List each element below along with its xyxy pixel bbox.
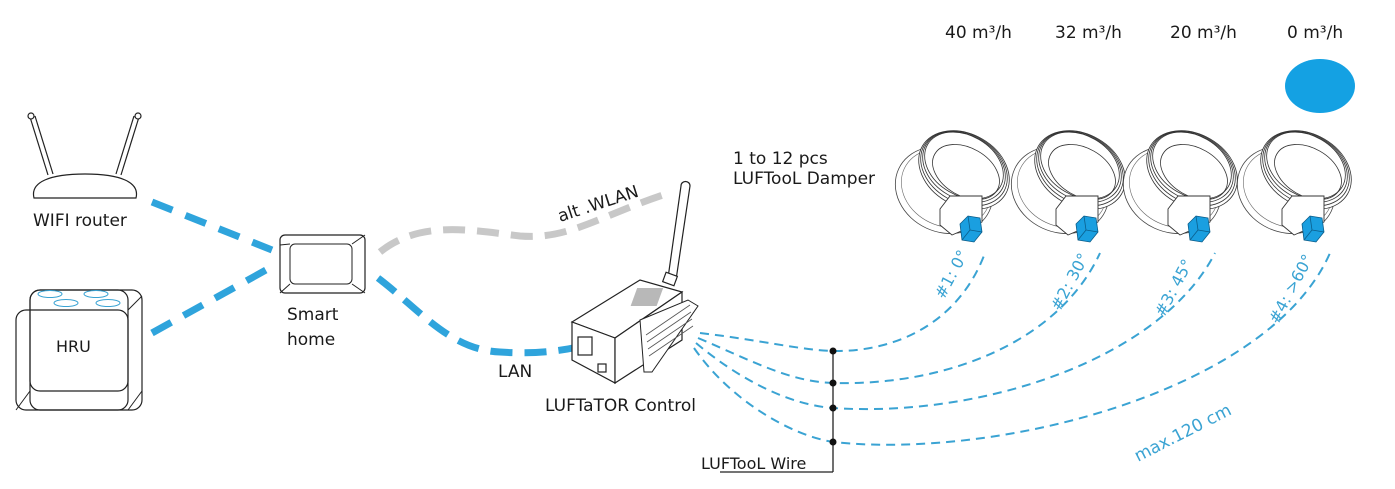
damper-icon xyxy=(894,130,1010,243)
wlan-link xyxy=(377,188,674,255)
router-label: WIFI router xyxy=(33,211,127,231)
wire-1 xyxy=(699,252,986,353)
lan-label: LAN xyxy=(498,362,532,382)
wire-label: LUFTooL Wire xyxy=(701,454,806,473)
wire-4 xyxy=(693,252,1331,446)
controller-label: LUFTaTOR Control xyxy=(545,396,696,416)
flow-label-4: 0 m³/h xyxy=(1287,23,1343,43)
flow-label-3: 20 m³/h xyxy=(1170,23,1237,43)
smart-home-label-line1: Smart xyxy=(287,305,339,325)
junction-dot xyxy=(829,347,837,355)
junction-dot xyxy=(829,379,837,387)
smart-home-icon xyxy=(279,234,366,294)
router-icon xyxy=(27,112,142,199)
damper-icon xyxy=(1122,130,1238,243)
router-link xyxy=(150,198,274,254)
junction-dot xyxy=(829,438,837,446)
damper-caption-line2: LUFTooL Damper xyxy=(733,169,875,189)
hru-link xyxy=(150,266,268,337)
damper-position-3: #3: 45° xyxy=(1151,256,1197,320)
damper-wires xyxy=(693,252,1331,446)
damper-position-2: #2: 30° xyxy=(1047,250,1093,314)
flow-label-2: 32 m³/h xyxy=(1055,23,1122,43)
smart-home-label-line2: home xyxy=(287,330,335,350)
wlan-label: alt .WLAN xyxy=(555,182,641,227)
damper-icon xyxy=(1236,130,1352,243)
hru-icon xyxy=(15,289,143,411)
controller-icon xyxy=(570,180,699,385)
hru-label: HRU xyxy=(56,337,91,356)
junction-dot xyxy=(829,404,837,412)
damper-position-1: #1: 0° xyxy=(931,247,972,302)
max-length-label: max.120 cm xyxy=(1131,400,1235,466)
flow-label-1: 40 m³/h xyxy=(945,23,1012,43)
closed-indicator xyxy=(1285,59,1355,113)
damper-icon xyxy=(1010,130,1126,243)
wire-3 xyxy=(695,252,1216,411)
damper-caption-line1: 1 to 12 pcs xyxy=(733,149,828,169)
damper-position-4: #4: >60° xyxy=(1265,251,1317,327)
wire-2 xyxy=(697,252,1101,385)
lan-link xyxy=(375,275,579,357)
